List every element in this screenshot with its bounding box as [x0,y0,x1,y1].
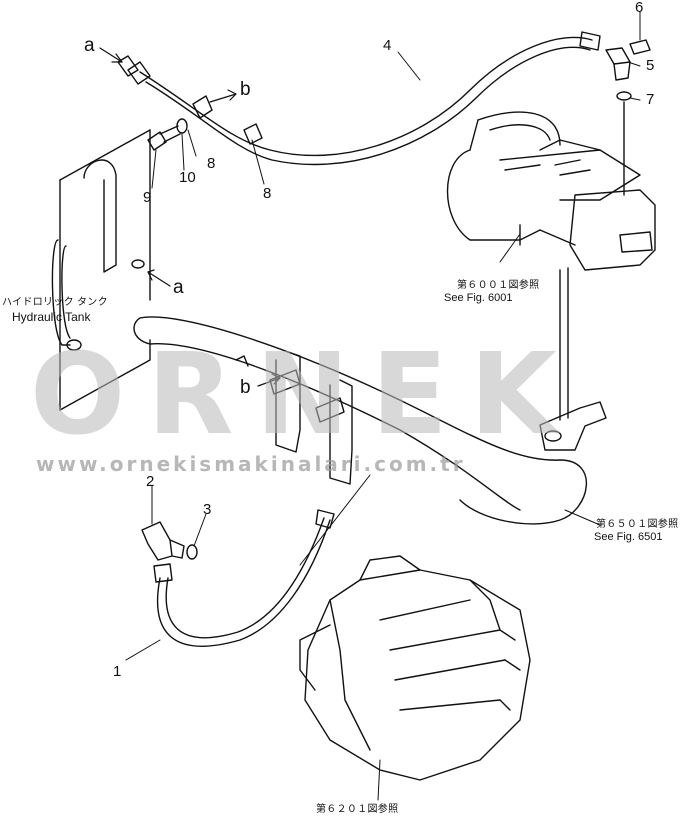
callout-3: 3 [203,501,212,518]
pump-6001 [446,111,656,271]
plug-6 [629,39,651,55]
leader-lines [125,11,641,801]
arrows [99,47,281,387]
hose-4 [117,31,601,166]
label-a-top: a [84,35,95,56]
callout-9: 9 [143,189,152,206]
tank-label-en: Hydraulic Tank [12,310,91,324]
o-ring-3 [186,544,198,560]
elbow-fitting-5 [605,47,631,81]
elbow-fitting-2 [141,521,185,561]
label-a-middle: a [173,277,184,298]
suction-pipe-6501 [133,316,587,525]
support-bracket-right [329,379,353,485]
o-ring-7 [616,91,632,101]
callout-7: 7 [646,91,655,108]
control-valve-6201 [299,555,531,781]
tank-label-jp: ハイドロリック タンク [2,297,108,308]
callout-8-left: 8 [207,155,216,172]
callout-2: 2 [146,473,155,490]
bolt-9 [147,125,181,151]
label-b-top: b [240,79,251,100]
callout-5: 5 [646,57,655,74]
label-b-middle: b [240,377,251,398]
callout-8-right: 8 [263,185,272,202]
ref-fig-6201-jp: 第６２０１図参照 [316,804,399,815]
callout-10: 10 [179,169,196,186]
ref-fig-6501-jp: 第６５０１図参照 [596,519,679,530]
watermark-url: www.ornekismakinalari.com.tr [36,452,466,476]
callout-6: 6 [635,0,644,16]
flange-bracket [539,401,607,451]
ref-fig-6001-jp: 第６００１図参照 [457,280,540,291]
watermark-brand: ORNEK [30,330,579,460]
ref-fig-6501-en: See Fig. 6501 [594,531,663,543]
hose-1 [153,509,335,647]
callout-1: 1 [113,663,122,680]
washer-10 [176,118,188,134]
callout-4: 4 [383,37,392,54]
support-bracket-left [275,351,301,453]
ref-fig-6001-en: See Fig. 6001 [444,292,513,304]
